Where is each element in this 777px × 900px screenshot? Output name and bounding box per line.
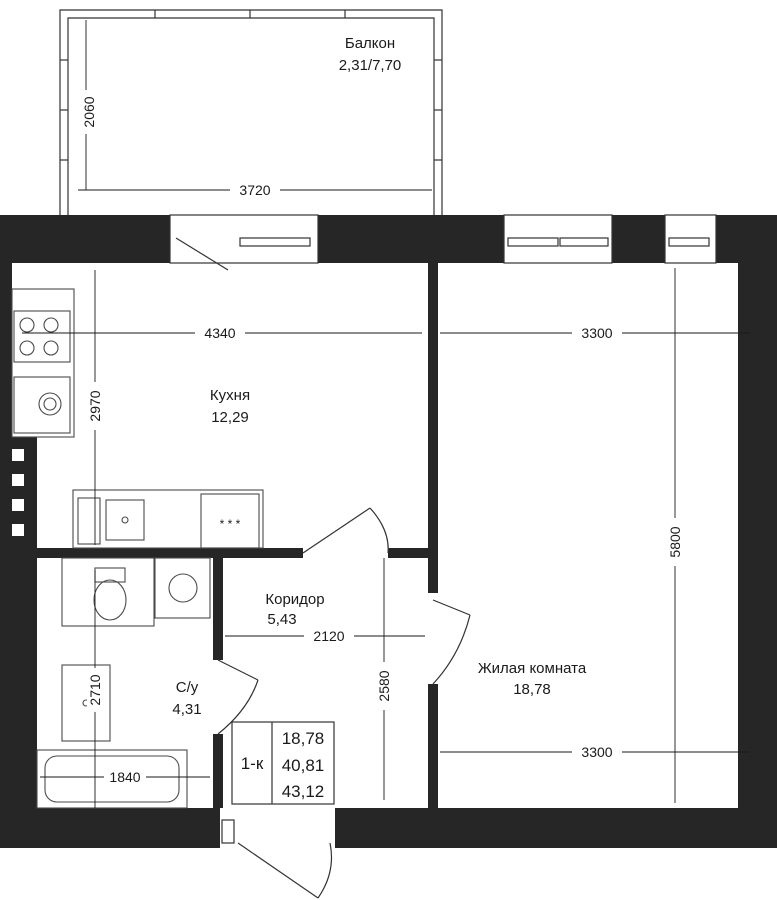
washing-machine-icon [154,557,211,619]
balcony: Балкон 2,31/7,70 [59,9,443,215]
dim-balcony-width: 3720 [239,182,270,198]
bathroom-sink-icon [61,664,111,742]
balcony-area: 2,31/7,70 [339,57,402,74]
dim-kitchen-height: 2970 [87,390,103,421]
kitchen-counter-left [11,288,75,438]
toilet-alcove [61,557,155,627]
washer-icon [13,376,71,434]
summary-total-area: 40,81 [282,756,325,775]
balcony-railing [59,9,443,215]
summary-total-with-balcony: 43,12 [282,782,325,801]
apartment-type: 1-к [241,754,264,773]
bathroom-area: 4,31 [172,701,201,718]
sink-icon [105,499,145,541]
dim-bathroom-height: 2710 [87,674,103,705]
dim-kitchen-width: 4340 [204,325,235,341]
summary-living-area: 18,78 [282,729,325,748]
living-area: 18,78 [513,681,551,698]
kitchen-fixtures: * * * [11,288,264,549]
corridor-name: Коридор [265,591,324,608]
kitchen-name: Кухня [210,387,250,404]
dim-living-width-bottom: 3300 [581,744,612,760]
balcony-name: Балкон [345,35,395,52]
room-labels: Кухня 12,29 Коридор 5,43 С/у 4,31 Жилая … [172,387,586,718]
kitchen-area: 12,29 [211,409,249,426]
walls [0,215,777,848]
dim-living-width-top: 3300 [581,325,612,341]
area-summary: 1-к 18,78 40,81 43,12 [231,721,335,805]
dim-balcony-height: 2060 [81,96,97,127]
oven-icon [200,493,260,549]
living-name: Жилая комната [478,660,587,677]
dim-living-height: 5800 [667,526,683,557]
stove-icon [13,310,71,363]
bathroom-fixtures [36,557,211,809]
dim-corridor-height: 2580 [376,670,392,701]
windows [169,214,717,271]
toilet-icon [93,579,127,621]
dim-corridor-width: 2120 [313,628,344,644]
svg-text:* * *: * * * [220,517,241,531]
bathtub-icon [36,749,188,809]
kitchen-counter-bottom [72,489,264,549]
dimension-labels: 2060 3720 4340 2970 3300 3300 5800 2120 … [78,90,685,786]
dim-bathroom-width: 1840 [109,769,140,785]
corridor-area: 5,43 [267,611,296,628]
facade-window-slots [12,449,49,732]
drainer-icon [77,497,101,545]
bathroom-name: С/у [176,679,199,696]
doors [217,507,471,899]
